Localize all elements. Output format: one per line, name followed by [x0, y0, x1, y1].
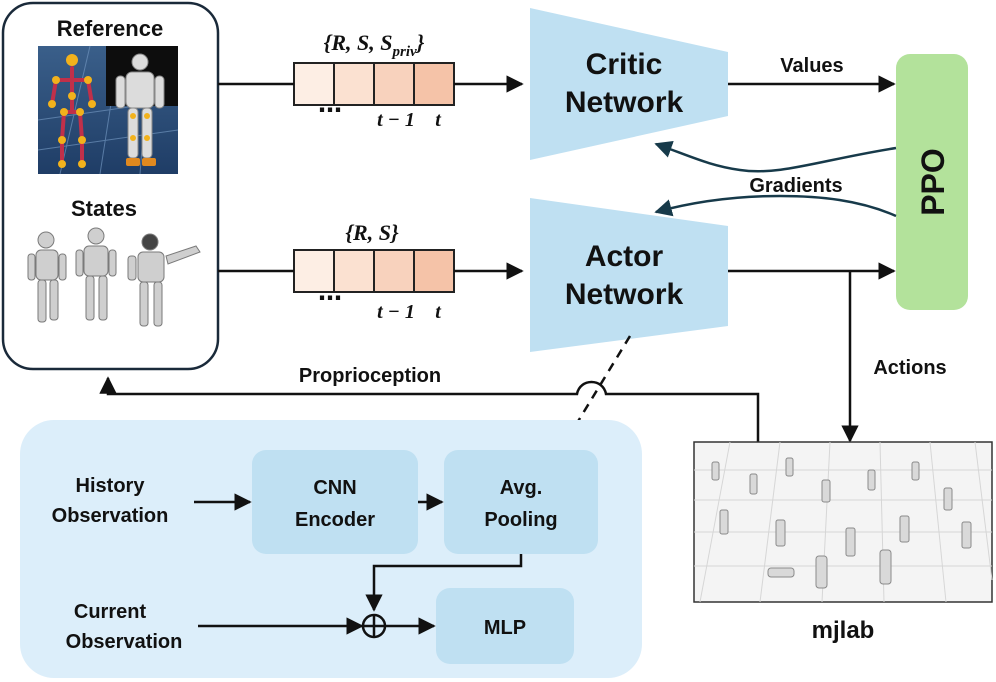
actor-queue-t: t	[435, 301, 442, 323]
critic-network-block	[530, 8, 728, 160]
actor-input-set-label: {R, S}	[345, 220, 399, 245]
mjlab-label: mjlab	[812, 617, 875, 644]
avg-pooling-line2: Pooling	[484, 509, 557, 531]
edge-proprioception	[99, 376, 760, 444]
actor-detail-link	[572, 335, 632, 429]
ppo-block	[896, 54, 968, 310]
critic-queue-dots: ⋯	[318, 97, 342, 124]
edge-pooling-to-concat	[365, 554, 523, 612]
cnn-encoder-block	[252, 450, 418, 554]
mlp-label: MLP	[484, 617, 526, 639]
mjlab-simulator-image	[693, 441, 993, 603]
actor-network-line2: Network	[565, 278, 684, 311]
history-observation-line1: History	[76, 475, 146, 497]
critic-queue-t: t	[435, 109, 442, 131]
actor-network-line1: Actor	[585, 240, 664, 273]
actor-queue-dots: ⋯	[318, 285, 342, 312]
actor-network-block	[530, 198, 728, 352]
cnn-encoder-line2: Encoder	[295, 509, 375, 531]
critic-queue-t-minus-1: t − 1	[377, 109, 415, 131]
gradients-label: Gradients	[749, 175, 842, 197]
ppo-label: PPO	[915, 148, 951, 216]
critic-network-line1: Critic	[586, 48, 663, 81]
values-label: Values	[780, 55, 843, 77]
current-observation-line2: Observation	[66, 631, 183, 653]
avg-pooling-block	[444, 450, 598, 554]
actor-input-queue	[293, 249, 455, 293]
edge-gradient-to-critic	[654, 140, 897, 173]
concat-sum-icon	[361, 613, 387, 639]
cnn-encoder-line1: CNN	[313, 477, 356, 499]
mlp-block	[436, 588, 574, 664]
states-label: States	[71, 196, 137, 221]
reference-label: Reference	[57, 16, 163, 41]
reference-image	[37, 45, 179, 175]
proprioception-label: Proprioception	[299, 365, 441, 387]
actions-label: Actions	[873, 357, 946, 379]
states-image	[27, 227, 201, 327]
critic-network-line2: Network	[565, 86, 684, 119]
current-observation-line1: Current	[74, 601, 147, 623]
edge-gradient-to-actor	[654, 194, 897, 218]
critic-input-queue	[293, 62, 455, 106]
actor-queue-t-minus-1: t − 1	[377, 301, 415, 323]
avg-pooling-line1: Avg.	[500, 477, 543, 499]
history-observation-line2: Observation	[52, 505, 169, 527]
critic-input-set-label: {R, S, Spriv}	[324, 30, 425, 60]
